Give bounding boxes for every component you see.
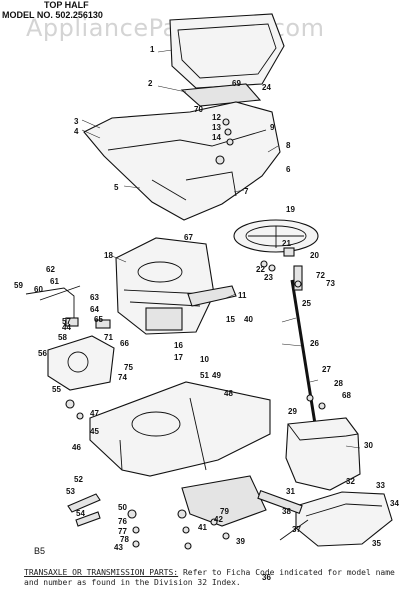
part-label-22: 22 — [256, 265, 265, 274]
part-label-10: 10 — [200, 355, 209, 364]
part-label-46: 46 — [72, 443, 81, 452]
part-label-25: 25 — [302, 299, 311, 308]
part-label-59: 59 — [14, 281, 23, 290]
part-label-7: 7 — [244, 187, 249, 196]
part-label-2: 2 — [148, 79, 153, 88]
part-label-9: 9 — [270, 123, 275, 132]
part-label-70: 70 — [194, 105, 203, 114]
part-label-58: 58 — [58, 333, 67, 342]
part-label-45: 45 — [90, 427, 99, 436]
part-label-37: 37 — [292, 525, 301, 534]
part-label-68: 68 — [342, 391, 351, 400]
part-label-27: 27 — [322, 365, 331, 374]
part-label-53: 53 — [66, 487, 75, 496]
part-label-69: 69 — [232, 79, 241, 88]
part-label-54: 54 — [76, 509, 85, 518]
part-label-36: 36 — [262, 573, 271, 582]
part-label-11: 11 — [238, 291, 247, 300]
transaxle-note-body: Refer to Ficha Code indicated for model … — [24, 568, 395, 587]
part-label-71: 71 — [104, 333, 113, 342]
part-label-24: 24 — [262, 83, 271, 92]
part-label-47: 47 — [90, 409, 99, 418]
diagram-code: B5 — [34, 546, 46, 556]
part-label-42: 42 — [214, 515, 223, 524]
part-label-13: 13 — [212, 123, 221, 132]
transaxle-note: TRANSAXLE OR TRANSMISSION PARTS: Refer t… — [24, 568, 408, 588]
part-label-63: 63 — [90, 293, 99, 302]
part-label-62: 62 — [46, 265, 55, 274]
part-label-51: 51 — [200, 371, 209, 380]
part-label-52: 52 — [74, 475, 83, 484]
steering-shaft — [290, 279, 318, 431]
part-label-5: 5 — [114, 183, 119, 192]
part-label-49: 49 — [212, 371, 221, 380]
engine-bracket — [187, 285, 237, 307]
part-label-66: 66 — [120, 339, 129, 348]
part-label-26: 26 — [310, 339, 319, 348]
part-label-44: 44 — [62, 323, 71, 332]
part-label-67: 67 — [184, 233, 193, 242]
part-label-73: 73 — [326, 279, 335, 288]
part-label-4: 4 — [74, 127, 79, 136]
chassis-frame — [89, 381, 271, 477]
part-label-76: 76 — [118, 517, 127, 526]
part-label-34: 34 — [390, 499, 399, 508]
part-label-79: 79 — [220, 507, 229, 516]
part-label-28: 28 — [334, 379, 343, 388]
steering-column — [293, 265, 303, 291]
transaxle-note-lead: TRANSAXLE OR TRANSMISSION PARTS: — [24, 568, 179, 577]
part-label-57: 57 — [62, 317, 71, 326]
model-number: MODEL NO. 502.256130 — [2, 10, 103, 20]
part-label-15: 15 — [226, 315, 235, 324]
part-label-39: 39 — [236, 537, 245, 546]
part-label-31: 31 — [286, 487, 295, 496]
engine — [115, 237, 215, 335]
part-label-17: 17 — [174, 353, 183, 362]
part-label-14: 14 — [212, 133, 221, 142]
part-label-8: 8 — [286, 141, 291, 150]
part-label-20: 20 — [310, 251, 319, 260]
lower-frame — [181, 475, 267, 527]
part-label-16: 16 — [174, 341, 183, 350]
front-axle — [257, 490, 303, 514]
part-label-41: 41 — [198, 523, 207, 532]
part-label-61: 61 — [50, 277, 59, 286]
part-label-60: 60 — [34, 285, 43, 294]
diagram-title: TOP HALF — [44, 0, 89, 10]
transaxle — [47, 335, 115, 391]
part-label-23: 23 — [264, 273, 273, 282]
part-label-3: 3 — [74, 117, 79, 126]
part-label-65: 65 — [94, 315, 103, 324]
part-label-55: 55 — [52, 385, 61, 394]
part-label-78: 78 — [120, 535, 129, 544]
part-label-32: 32 — [346, 477, 355, 486]
part-label-48: 48 — [224, 389, 233, 398]
part-label-75: 75 — [124, 363, 133, 372]
part-label-35: 35 — [372, 539, 381, 548]
part-label-18: 18 — [104, 251, 113, 260]
part-label-72: 72 — [316, 271, 325, 280]
part-label-56: 56 — [38, 349, 47, 358]
part-label-1: 1 — [150, 45, 155, 54]
part-label-77: 77 — [118, 527, 127, 536]
part-label-21: 21 — [282, 239, 291, 248]
part-label-30: 30 — [364, 441, 373, 450]
part-label-43: 43 — [114, 543, 123, 552]
part-label-19: 19 — [286, 205, 295, 214]
part-label-12: 12 — [212, 113, 221, 122]
part-label-50: 50 — [118, 503, 127, 512]
part-label-64: 64 — [90, 305, 99, 314]
part-label-6: 6 — [286, 165, 291, 174]
part-label-40: 40 — [244, 315, 253, 324]
seat-bracket — [180, 83, 262, 107]
part-label-38: 38 — [282, 507, 291, 516]
part-label-29: 29 — [288, 407, 297, 416]
part-label-74: 74 — [118, 373, 127, 382]
part-label-33: 33 — [376, 481, 385, 490]
shift-linkage — [25, 287, 75, 318]
seat — [169, 13, 285, 89]
